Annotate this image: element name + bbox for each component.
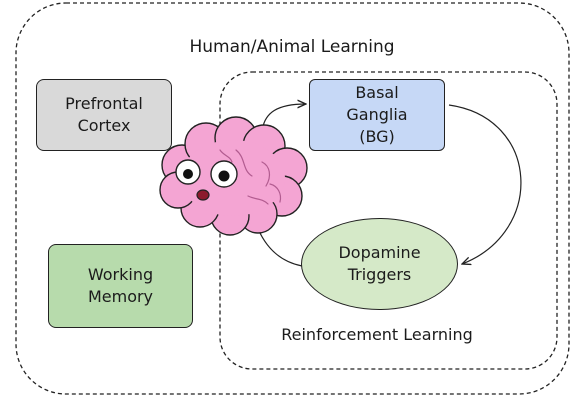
node-label-line: Basal xyxy=(355,83,399,102)
node-label-line: (BG) xyxy=(359,127,395,146)
node-label-line: Ganglia xyxy=(346,105,408,124)
node-label-line: Triggers xyxy=(347,265,412,284)
edge-bg-to-dopamine xyxy=(448,104,522,264)
node-label-line: Prefrontal xyxy=(65,94,143,113)
brain-mouth xyxy=(196,189,210,201)
node-label-line: Dopamine xyxy=(338,243,421,262)
cartoon-brain-icon xyxy=(159,116,308,236)
diagram-title: Human/Animal Learning xyxy=(189,37,395,57)
basal-ganglia-node: Basal Ganglia (BG) xyxy=(309,79,445,151)
node-label-line: Cortex xyxy=(77,116,131,135)
working-memory-node: Working Memory xyxy=(48,244,193,328)
prefrontal-cortex-node: Prefrontal Cortex xyxy=(36,79,172,151)
dopamine-triggers-node: Dopamine Triggers xyxy=(301,218,458,310)
node-label-line: Memory xyxy=(87,287,154,306)
rl-group-title: Reinforcement Learning xyxy=(281,325,473,344)
outer-group-boundary xyxy=(15,2,570,395)
node-label-line: Working xyxy=(87,265,154,284)
